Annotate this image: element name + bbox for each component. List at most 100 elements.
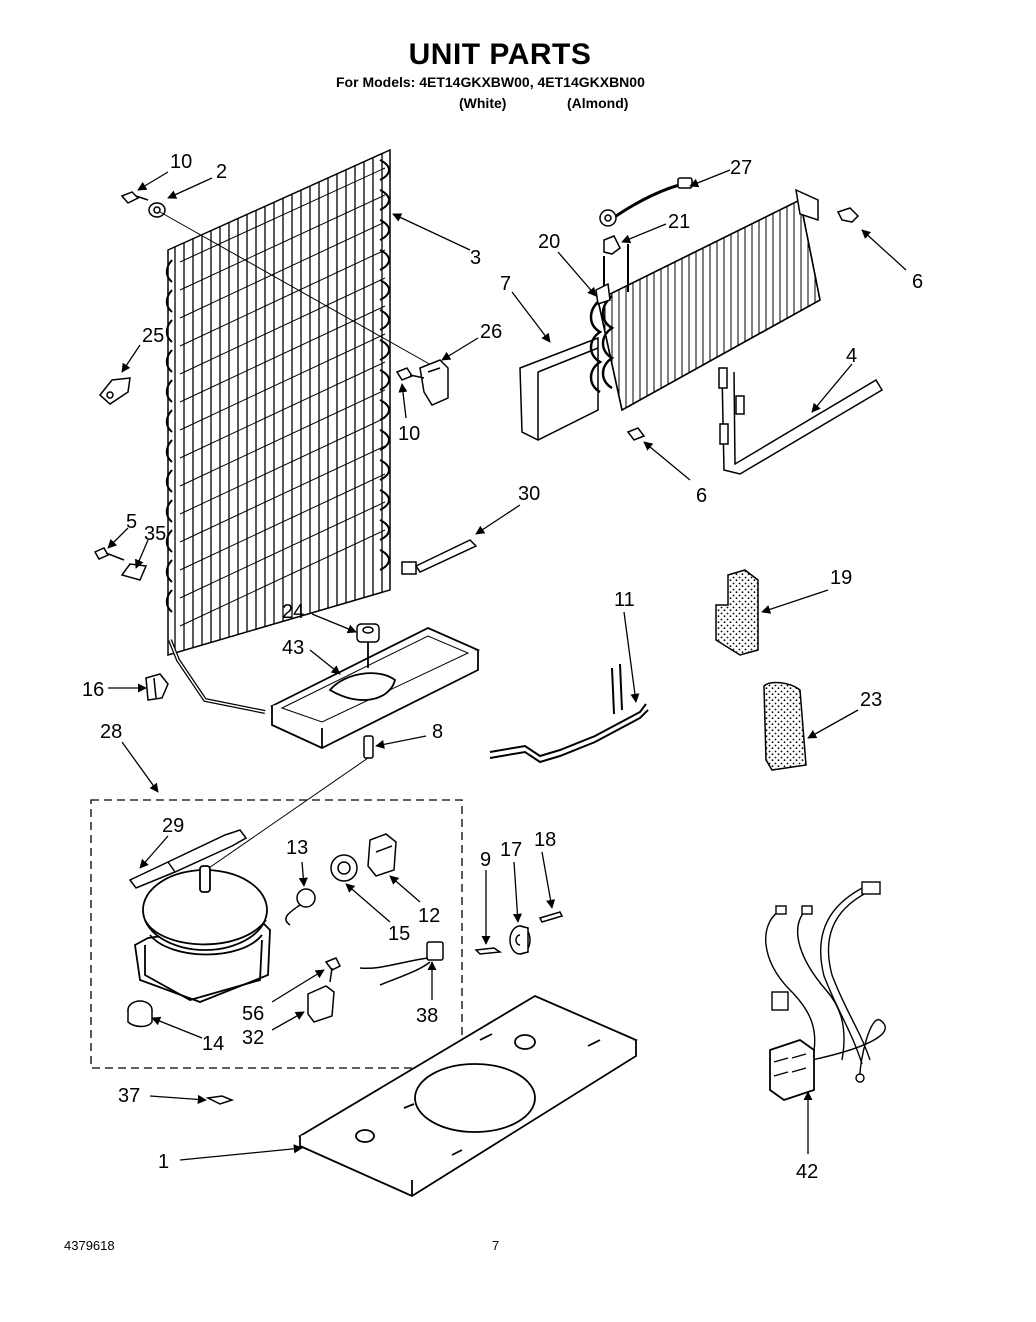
leader-7	[511, 291, 551, 343]
callout-25: 25	[142, 325, 164, 347]
clip-20	[595, 282, 611, 305]
evaporator-7	[519, 188, 821, 441]
cover-15	[330, 854, 358, 882]
leader-2-26	[159, 211, 441, 371]
callout-30: 30	[518, 483, 540, 505]
callout-27: 27	[730, 157, 752, 179]
model-color-almond: (Almond)	[567, 95, 629, 111]
leader-17	[512, 861, 522, 923]
grommet-2	[148, 202, 166, 218]
bracket-26	[419, 359, 449, 406]
leader-5	[107, 527, 129, 549]
leader-20	[557, 251, 597, 297]
clip-35	[120, 563, 148, 581]
callout-10a: 10	[170, 151, 192, 173]
relay-32	[307, 985, 335, 1023]
leader-37	[149, 1094, 207, 1104]
leader-10b	[398, 383, 408, 419]
leader-8-compressor	[205, 757, 369, 871]
clip-21	[603, 235, 621, 255]
screw-56	[324, 957, 342, 983]
callout-19: 19	[830, 567, 852, 589]
leader-25	[121, 344, 141, 373]
leader-6a	[861, 229, 907, 271]
callout-15: 15	[388, 923, 410, 945]
callout-3: 3	[470, 247, 481, 269]
leader-19	[761, 589, 829, 614]
callout-38: 38	[416, 1005, 438, 1027]
fitting-24	[356, 623, 380, 643]
callout-20: 20	[538, 231, 560, 253]
leader-56	[271, 969, 325, 1003]
callout-4: 4	[846, 345, 857, 367]
callout-29: 29	[162, 815, 184, 837]
callout-13: 13	[286, 837, 308, 859]
page-title: UNIT PARTS	[408, 38, 592, 71]
callout-24: 24	[282, 601, 304, 623]
leader-27	[689, 169, 731, 188]
callout-28: 28	[100, 721, 122, 743]
leader-30	[475, 504, 521, 535]
callout-21: 21	[668, 211, 690, 233]
condenser-coil	[165, 148, 391, 714]
drier-29	[128, 829, 248, 889]
leader-43	[309, 649, 341, 675]
callout-6b: 6	[696, 485, 707, 507]
leader-18	[541, 851, 556, 909]
callout-32: 32	[242, 1027, 264, 1049]
leader-2	[167, 177, 213, 199]
callout-23: 23	[860, 689, 882, 711]
leader-14	[151, 1016, 203, 1039]
grommet-14	[127, 1000, 153, 1028]
document-part-number: 4379618	[64, 1238, 115, 1253]
leader-4	[811, 363, 853, 413]
leader-28	[121, 741, 159, 793]
leader-8	[375, 735, 427, 749]
sensor-30	[401, 539, 478, 575]
callout-35: 35	[144, 523, 166, 545]
grommet-16	[145, 673, 169, 701]
callout-14: 14	[202, 1033, 224, 1055]
leader-24	[311, 613, 357, 634]
leader-21	[621, 223, 667, 244]
insulation-23	[763, 681, 807, 771]
callout-8: 8	[432, 721, 443, 743]
drain-tube-11	[489, 663, 649, 764]
leader-11	[623, 611, 640, 703]
callout-1: 1	[158, 1151, 169, 1173]
clip-37	[205, 1095, 235, 1105]
callout-37: 37	[118, 1085, 140, 1107]
insulation-19	[715, 569, 759, 656]
clip-9	[474, 947, 503, 955]
leader-29	[139, 835, 169, 869]
leader-1	[179, 1144, 303, 1161]
callout-2: 2	[216, 161, 227, 183]
leader-12	[389, 875, 421, 903]
leader-35	[135, 539, 149, 569]
model-color-white: (White)	[459, 95, 507, 111]
leader-6b	[643, 441, 691, 481]
callout-5: 5	[126, 511, 137, 533]
drain-pan-43	[269, 627, 481, 749]
page-number: 7	[492, 1238, 500, 1253]
callout-42: 42	[796, 1161, 818, 1183]
callout-18: 18	[534, 829, 556, 851]
callout-26: 26	[480, 321, 502, 343]
screw-6-bottom	[626, 427, 646, 441]
drain-tube-8	[363, 735, 374, 759]
callout-12: 12	[418, 905, 440, 927]
screw-10-mid	[395, 367, 425, 381]
leader-15	[345, 883, 391, 923]
leader-32	[271, 1011, 305, 1031]
leader-26	[441, 337, 479, 361]
thermostat-27	[599, 177, 693, 227]
models-line: For Models: 4ET14GKXBW00, 4ET14GKXBN00	[336, 74, 645, 90]
screw-10-top	[120, 191, 149, 204]
screw-5	[93, 547, 125, 561]
callout-6a: 6	[912, 271, 923, 293]
leader-13	[298, 861, 308, 887]
callout-56: 56	[242, 1003, 264, 1025]
compressor-kit-box	[90, 799, 463, 1069]
base-pan-1	[297, 994, 638, 1198]
